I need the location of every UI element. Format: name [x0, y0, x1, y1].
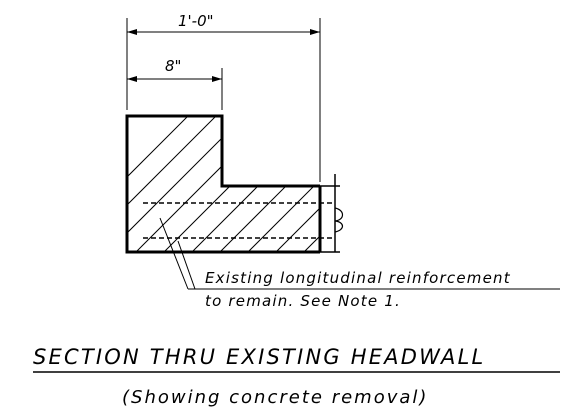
leader-lower [177, 240, 196, 290]
note-line-1: Existing longitudinal reinforcement [205, 269, 511, 287]
section-title: SECTION THRU EXISTING HEADWALL [33, 345, 485, 369]
section-subtitle: (Showing concrete removal) [122, 387, 428, 408]
leader-upper [159, 217, 189, 290]
break-symbol [334, 207, 344, 233]
note-line-2: to remain. See Note 1. [205, 292, 401, 310]
dim-overall-label: 1'-0" [178, 12, 214, 30]
section-outline [125, 114, 320, 254]
concrete-hatch [127, 116, 320, 252]
dim-partial-label: 8" [165, 57, 181, 75]
